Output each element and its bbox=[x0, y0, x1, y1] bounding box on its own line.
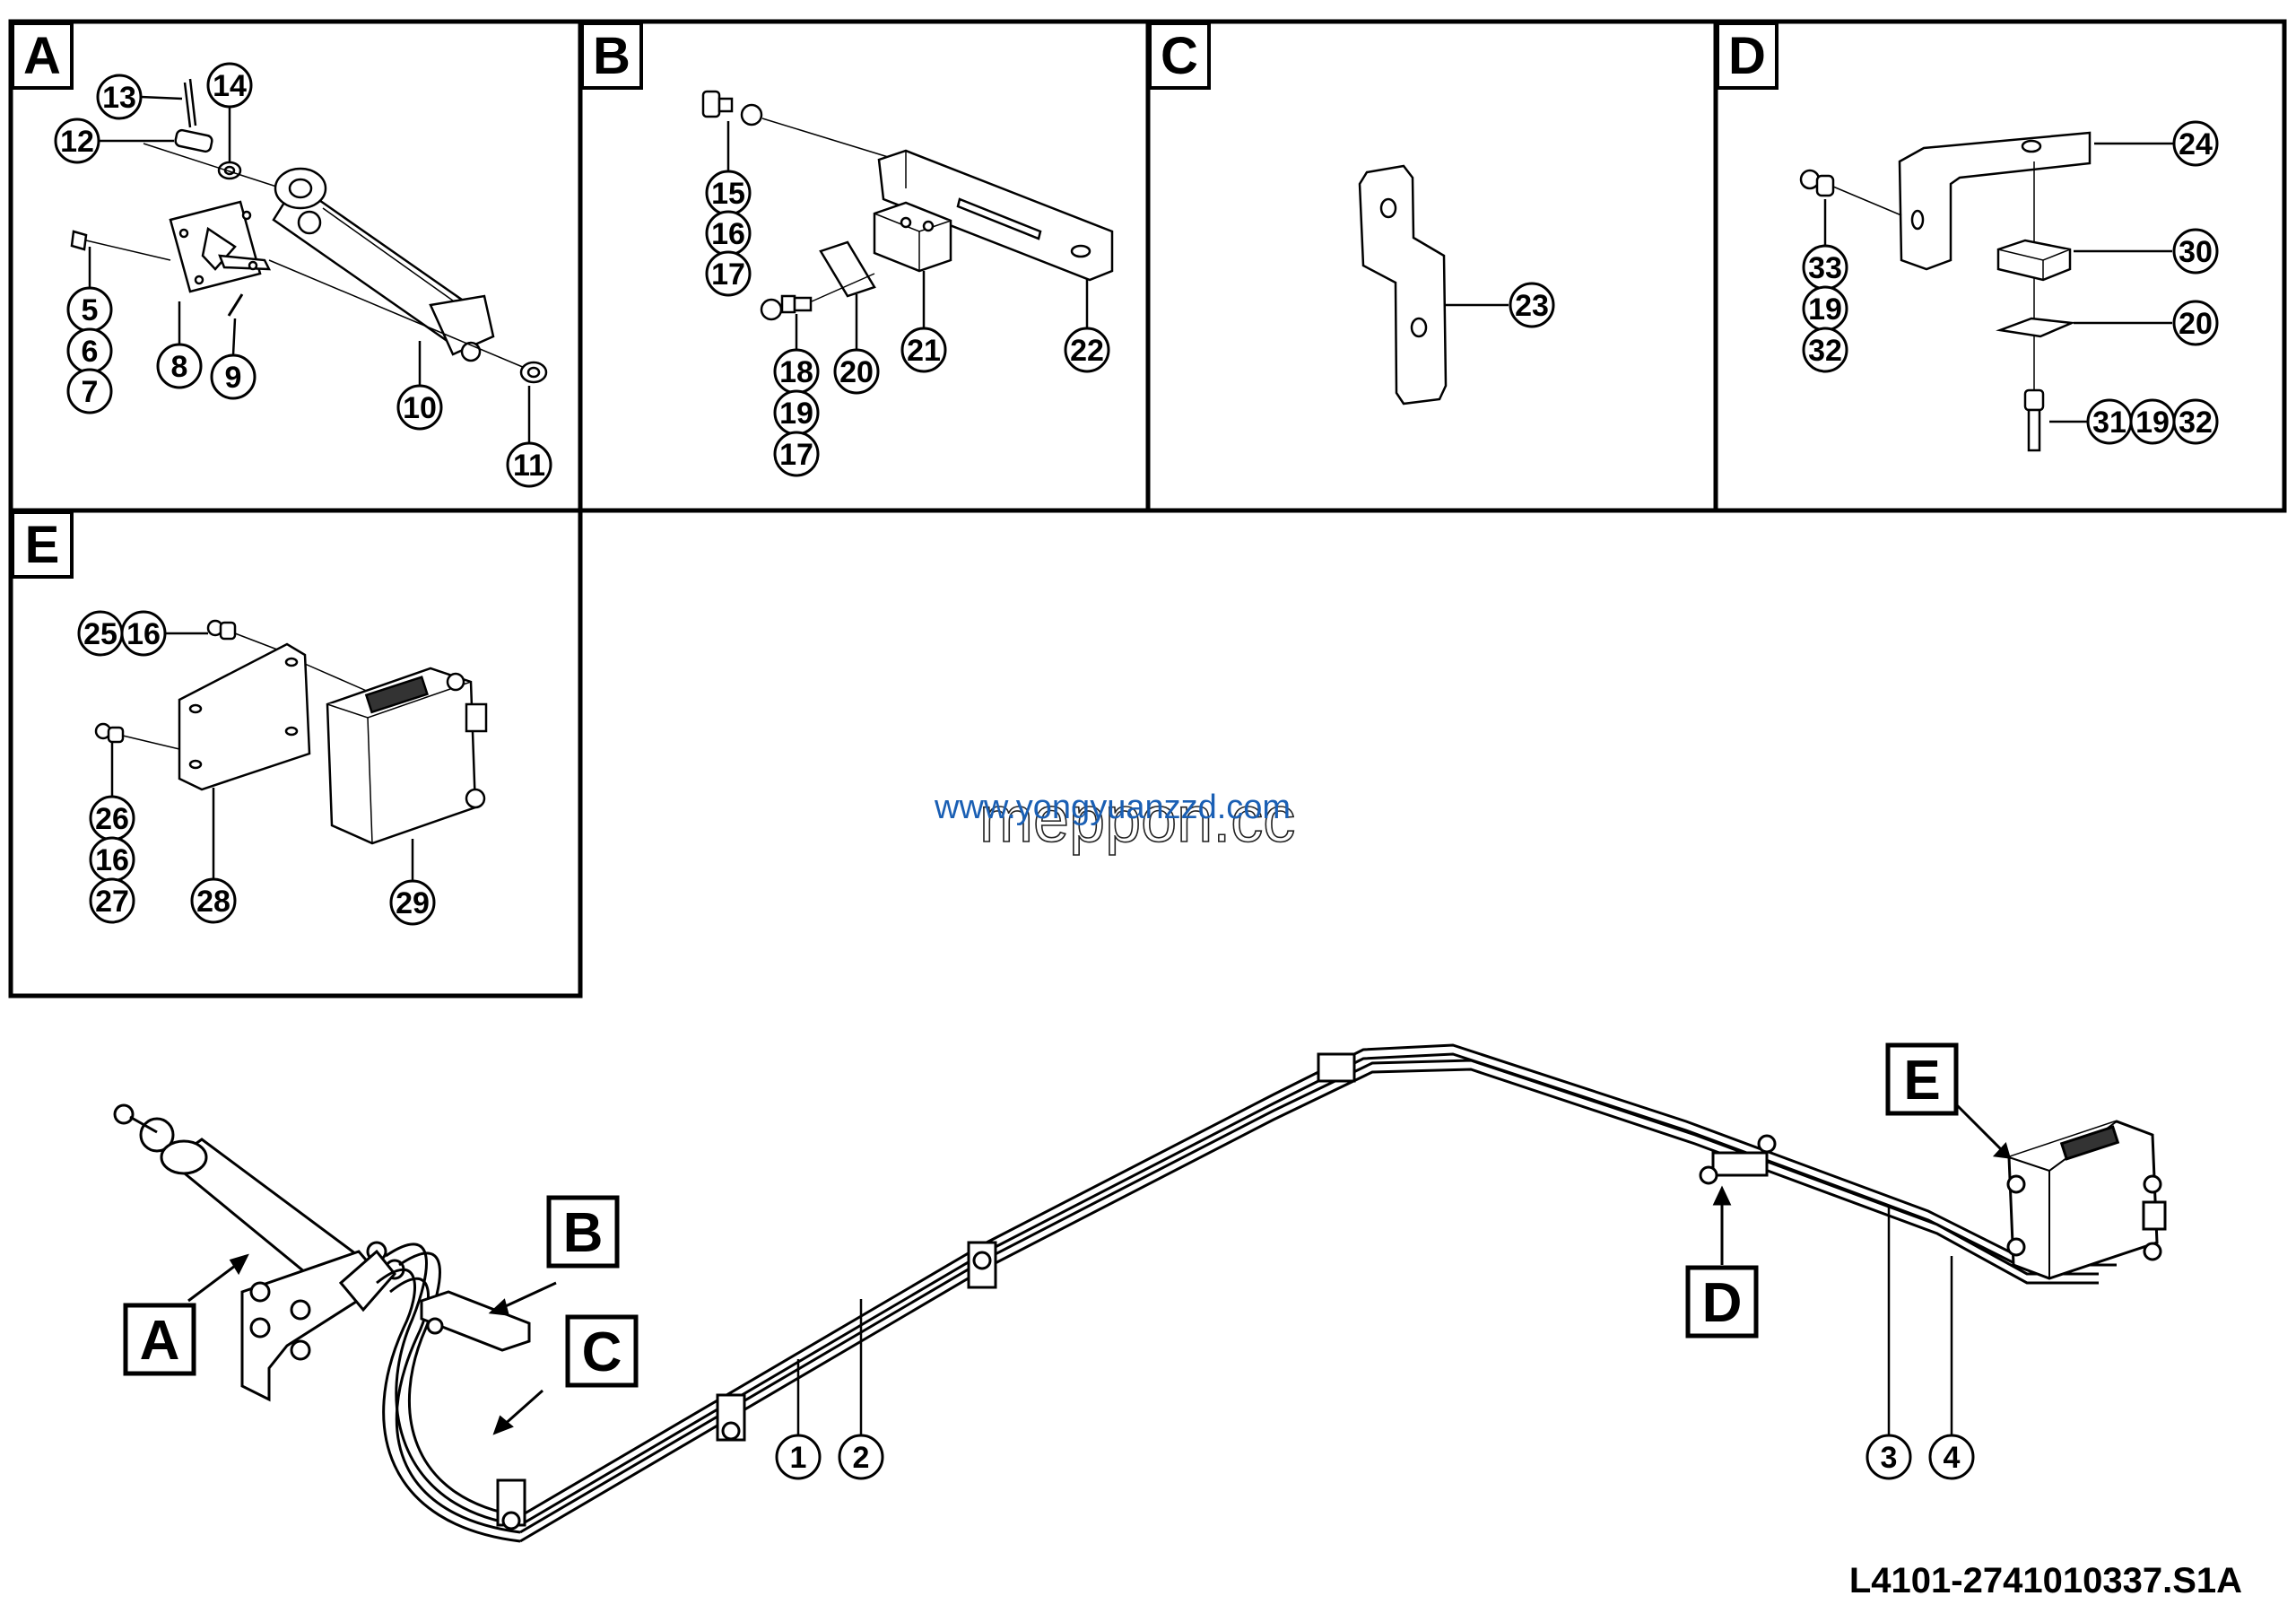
callout-32: 32 bbox=[1808, 334, 1842, 368]
callout-11: 11 bbox=[513, 449, 545, 483]
callout-32b: 32 bbox=[2179, 406, 2213, 440]
panel-a-leaders bbox=[88, 95, 531, 443]
svg-text:E: E bbox=[1903, 1050, 1940, 1112]
panel-b-drawing bbox=[701, 90, 1114, 321]
callout-16: 16 bbox=[126, 617, 161, 651]
callout-29: 29 bbox=[396, 886, 430, 920]
callout-23: 23 bbox=[1515, 289, 1549, 323]
callout-22: 22 bbox=[1070, 334, 1104, 368]
main-ref-C: C bbox=[565, 1314, 639, 1388]
panel-b-callouts: 15 16 17 18 19 17 20 21 22 bbox=[705, 170, 1110, 477]
panel-e-drawing bbox=[94, 619, 488, 845]
callout-30: 30 bbox=[2179, 235, 2213, 269]
panel-letter-B: B bbox=[580, 22, 643, 90]
callout-33: 33 bbox=[1808, 251, 1842, 285]
callout-7: 7 bbox=[82, 375, 99, 409]
panel-letter-A: A bbox=[11, 22, 74, 90]
callout-12: 12 bbox=[60, 125, 94, 159]
main-ref-A: A bbox=[123, 1303, 196, 1376]
panel-b-leaders bbox=[726, 121, 1089, 350]
callout-17: 17 bbox=[711, 257, 745, 292]
callout-6: 6 bbox=[82, 335, 99, 369]
main-callouts: 1 2 3 4 bbox=[775, 1434, 1975, 1480]
callout-15: 15 bbox=[711, 177, 745, 211]
panel-a-drawing bbox=[70, 78, 548, 384]
callout-31: 31 bbox=[2092, 406, 2126, 440]
panel-d-drawing bbox=[1799, 131, 2092, 452]
panel-letter-D: D bbox=[1716, 22, 1779, 90]
panel-letter-C: C bbox=[1148, 22, 1211, 90]
panel-e-leaders bbox=[110, 632, 414, 881]
callout-17b: 17 bbox=[779, 438, 813, 472]
callout-24: 24 bbox=[2179, 127, 2213, 161]
panel-a-callouts: 13 14 12 5 6 7 8 9 10 11 bbox=[54, 62, 552, 488]
panel-d-leaders bbox=[1823, 142, 2175, 423]
callout-27: 27 bbox=[95, 885, 129, 919]
callout-21: 21 bbox=[907, 334, 941, 368]
svg-text:B: B bbox=[563, 1202, 604, 1264]
panel-d-callouts: 24 33 19 32 30 20 31 19 32 bbox=[1802, 120, 2219, 445]
svg-text:B: B bbox=[593, 27, 631, 85]
callout-1: 1 bbox=[790, 1441, 807, 1475]
callout-2: 2 bbox=[853, 1441, 870, 1475]
callout-5: 5 bbox=[82, 293, 99, 327]
svg-text:D: D bbox=[1728, 27, 1766, 85]
svg-text:D: D bbox=[1702, 1272, 1743, 1334]
callout-13: 13 bbox=[102, 81, 136, 115]
svg-text:C: C bbox=[1161, 27, 1198, 85]
callout-16b: 16 bbox=[95, 843, 129, 877]
callout-28: 28 bbox=[196, 885, 230, 919]
callout-8: 8 bbox=[171, 350, 188, 384]
svg-text:A: A bbox=[140, 1310, 180, 1372]
main-leaders bbox=[796, 1207, 1953, 1435]
callout-9: 9 bbox=[225, 361, 242, 395]
callout-25: 25 bbox=[83, 617, 117, 651]
callout-26: 26 bbox=[95, 802, 129, 836]
callout-20: 20 bbox=[2179, 307, 2213, 341]
main-ref-arrows bbox=[187, 1102, 2012, 1435]
svg-text:C: C bbox=[582, 1321, 622, 1383]
callout-20: 20 bbox=[839, 355, 874, 389]
callout-19b: 19 bbox=[2135, 406, 2170, 440]
panel-letter-E: E bbox=[11, 510, 74, 579]
callout-3: 3 bbox=[1881, 1441, 1898, 1475]
callout-19: 19 bbox=[1808, 292, 1842, 327]
panel-c-drawing bbox=[1358, 164, 1509, 406]
callout-18: 18 bbox=[779, 355, 813, 389]
callout-10: 10 bbox=[403, 391, 437, 425]
main-assembly bbox=[113, 1043, 2167, 1543]
main-ref-B: B bbox=[546, 1195, 620, 1269]
watermark: meppon.cc www.yongyuanzzd.com bbox=[934, 783, 1296, 857]
panel-e-callouts: 25 16 26 16 27 28 29 bbox=[77, 610, 436, 926]
main-ref-D: D bbox=[1685, 1265, 1759, 1339]
callout-19: 19 bbox=[779, 397, 813, 431]
svg-text:A: A bbox=[23, 27, 61, 85]
panel-frames bbox=[8, 19, 2287, 998]
svg-text:meppon.cc: meppon.cc bbox=[979, 784, 1295, 856]
svg-text:E: E bbox=[25, 516, 60, 574]
callout-16: 16 bbox=[711, 217, 745, 251]
panel-c-callouts: 23 bbox=[1509, 282, 1555, 328]
main-ref-E: E bbox=[1885, 1042, 1959, 1116]
svg-text:www.yongyuanzzd.com: www.yongyuanzzd.com bbox=[934, 789, 1291, 826]
drawing-number: L4101-2741010337.S1A bbox=[1849, 1561, 2242, 1600]
callout-14: 14 bbox=[213, 69, 247, 103]
callout-4: 4 bbox=[1944, 1441, 1961, 1475]
